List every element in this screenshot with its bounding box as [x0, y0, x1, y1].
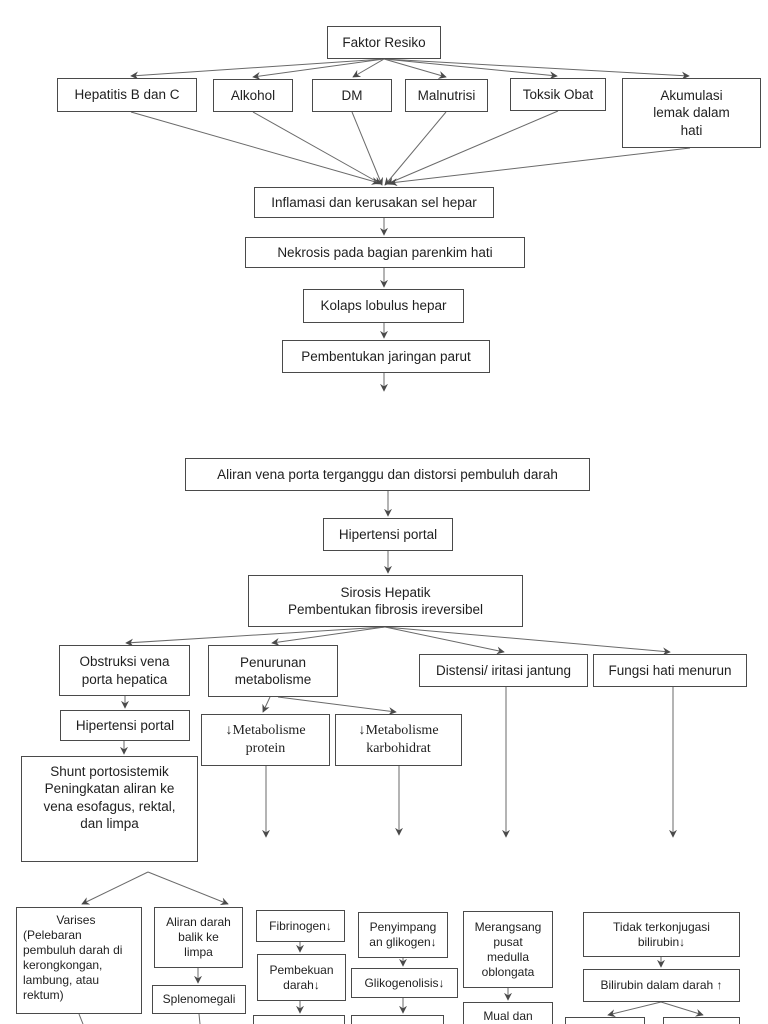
node-penurunan_metabolisme: Penurunan metabolisme: [208, 645, 338, 697]
node-kolaps: Kolaps lobulus hepar: [303, 289, 464, 323]
node-nekrosis: Nekrosis pada bagian parenkim hati: [245, 237, 525, 268]
node-aliran_darah_balik: Aliran darah balik ke limpa: [154, 907, 243, 968]
node-malnutrisi: Malnutrisi: [405, 79, 488, 112]
node-mual: Mual dan: [463, 1002, 553, 1024]
node-hepatitis_b_c: Hepatitis B dan C: [57, 78, 197, 112]
node-cut_box_4: [663, 1017, 740, 1024]
node-hipertensi_portal_2: Hipertensi portal: [60, 710, 190, 741]
node-varises: Varises (Pelebaran pembuluh darah di ker…: [16, 907, 142, 1014]
node-fungsi_hati_menurun: Fungsi hati menurun: [593, 654, 747, 687]
node-glikogenolisis: Glikogenolisis↓: [351, 968, 458, 998]
node-pembekuan_darah: Pembekuan darah↓: [257, 954, 346, 1001]
node-obstruksi_vena: Obstruksi vena porta hepatica: [59, 645, 190, 696]
node-metabolisme_protein: ↓Metabolisme protein: [201, 714, 330, 766]
node-cut_box_2: [351, 1015, 444, 1024]
node-penyimpanan_glikogen: Penyimpang an glikogen↓: [358, 912, 448, 958]
node-faktor_resiko: Faktor Resiko: [327, 26, 441, 59]
node-shunt_portosistemik: Shunt portosistemik Peningkatan aliran k…: [21, 756, 198, 862]
node-tidak_terkonjugasi: Tidak terkonjugasi bilirubin↓: [583, 912, 740, 957]
node-alkohol: Alkohol: [213, 79, 293, 112]
node-akumulasi_lemak: Akumulasi lemak dalam hati: [622, 78, 761, 148]
node-metabolisme_karbohidrat: ↓Metabolisme karbohidrat: [335, 714, 462, 766]
node-cut_box_3: [565, 1017, 645, 1024]
node-distensi_iritasi: Distensi/ iritasi jantung: [419, 654, 588, 687]
node-jaringan_parut: Pembentukan jaringan parut: [282, 340, 490, 373]
node-aliran_vena_porta: Aliran vena porta terganggu dan distorsi…: [185, 458, 590, 491]
node-bilirubin_darah: Bilirubin dalam darah ↑: [583, 969, 740, 1002]
node-splenomegali: Splenomegali: [152, 985, 246, 1014]
node-cut_box_1: [253, 1015, 345, 1024]
node-inflamasi: Inflamasi dan kerusakan sel hepar: [254, 187, 494, 218]
node-toksik_obat: Toksik Obat: [510, 78, 606, 111]
node-sirosis_hepatik: Sirosis Hepatik Pembentukan fibrosis ire…: [248, 575, 523, 627]
node-dm: DM: [312, 79, 392, 112]
node-fibrinogen: Fibrinogen↓: [256, 910, 345, 942]
node-hipertensi_portal_1: Hipertensi portal: [323, 518, 453, 551]
node-merangsang_medulla: Merangsang pusat medulla oblongata: [463, 911, 553, 988]
